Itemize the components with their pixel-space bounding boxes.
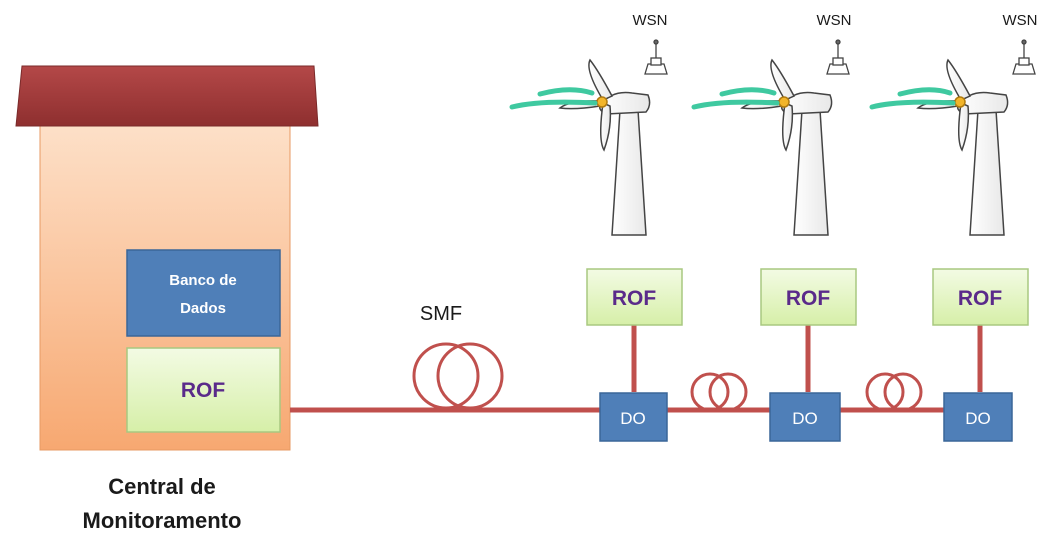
smf-coil: [412, 342, 504, 410]
smf-label: SMF: [420, 303, 462, 325]
turbine-rof-box-3: [932, 268, 1029, 326]
fiber-coil-small-1: [690, 372, 748, 412]
smf-loop-1: [412, 342, 480, 410]
central-building: Banco de Dados ROF: [15, 65, 319, 451]
database-label-line2: Dados: [180, 300, 226, 317]
database-label-line1: Banco de: [169, 272, 237, 289]
wsn-sensor-icon-3: [1012, 39, 1036, 75]
central-label-line1: Central de: [108, 474, 216, 499]
do-label-1: DO: [620, 409, 646, 428]
turbine-rof-label-3: ROF: [958, 287, 1003, 310]
turbine-rof-label-1: ROF: [612, 287, 657, 310]
wsn-label-1: WSN: [633, 12, 668, 29]
central-rof-label: ROF: [181, 379, 226, 402]
wind-turbine-icon-3: [916, 58, 1009, 236]
turbine-unit-3: ROF DO WSN: [869, 12, 1038, 442]
do-label-2: DO: [792, 409, 818, 428]
central-label-line2: Monitoramento: [83, 508, 242, 533]
wsn-label-3: WSN: [1003, 12, 1038, 29]
fiber-coil-small-2: [865, 372, 923, 412]
central-rof-box: [126, 347, 281, 433]
turbine-unit-1: ROF DO WSN: [509, 12, 683, 442]
wind-turbine-icon-2: [740, 58, 833, 236]
wsn-sensor-icon-2: [826, 39, 850, 75]
do-box-3: [943, 392, 1013, 442]
do-box-1: [599, 392, 668, 442]
building-roof: [15, 65, 319, 127]
wsn-label-2: WSN: [817, 12, 852, 29]
wsn-sensor-icon-1: [644, 39, 668, 75]
turbine-rof-label-2: ROF: [786, 287, 831, 310]
do-label-3: DO: [965, 409, 991, 428]
wind-gust-icon-3: [869, 87, 956, 110]
turbine-unit-2: ROF DO WSN: [691, 12, 857, 442]
smf-loop-2: [436, 342, 504, 410]
wind-gust-icon-1: [509, 87, 598, 110]
do-box-2: [769, 392, 841, 442]
wind-turbine-icon-1: [558, 58, 651, 236]
wind-gust-icon-2: [691, 87, 780, 110]
turbine-rof-box-1: [586, 268, 683, 326]
database-box: [126, 249, 281, 337]
turbine-rof-box-2: [760, 268, 857, 326]
